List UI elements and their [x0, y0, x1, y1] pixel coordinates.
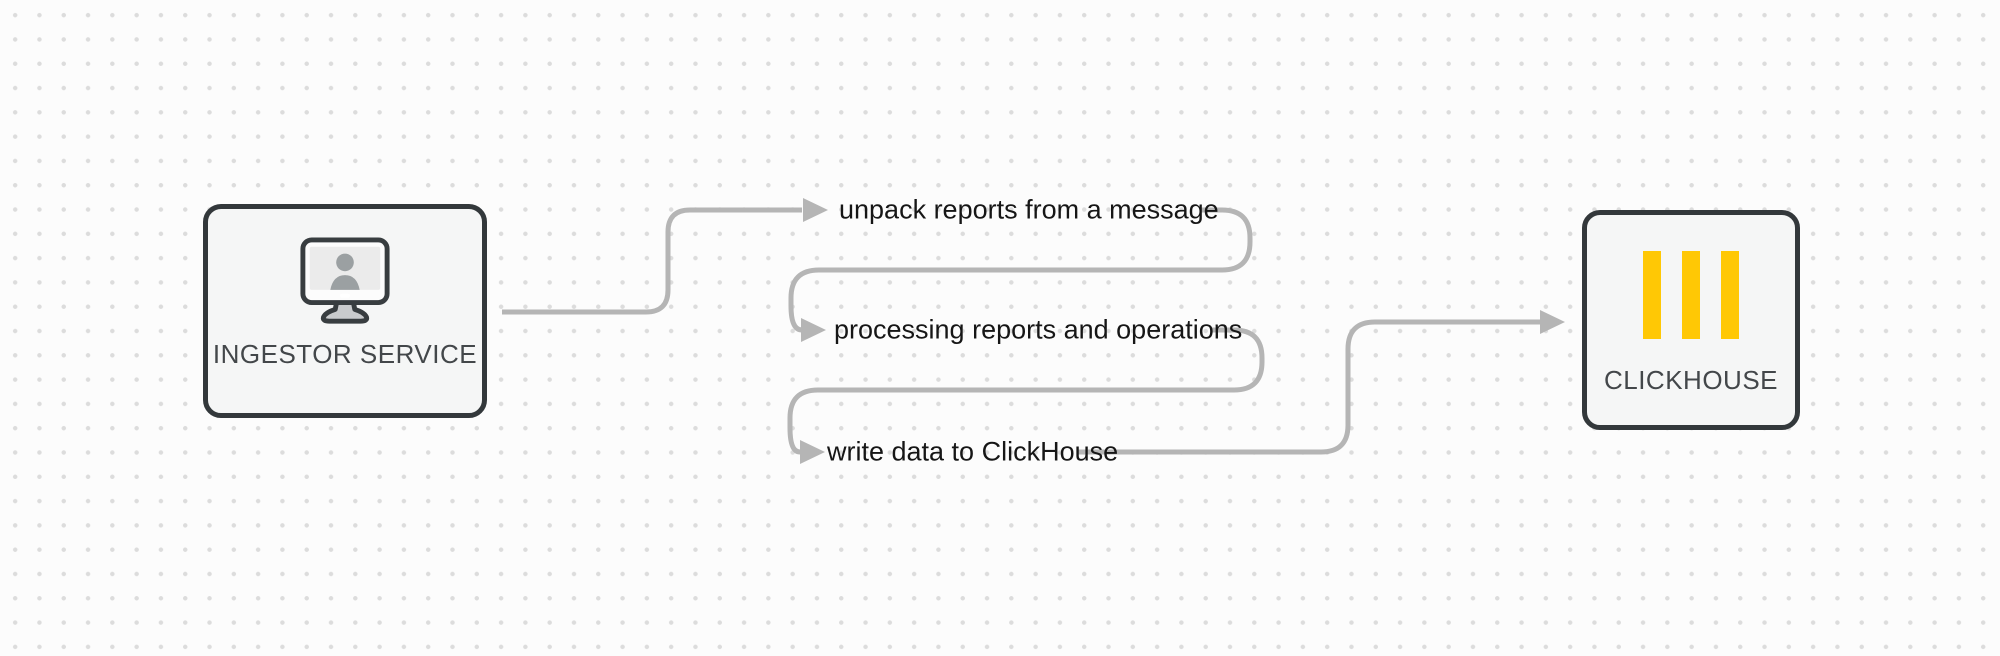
connector-ingestor-to-step1	[502, 207, 802, 315]
clickhouse-logo-bar	[1643, 251, 1661, 339]
step-label-unpack-reports: unpack reports from a message	[839, 194, 1219, 225]
arrowhead-step2	[801, 318, 826, 342]
arrowhead-step1	[803, 198, 828, 222]
clickhouse-logo-icon	[1643, 251, 1739, 339]
arrowhead-step3	[800, 440, 825, 464]
node-label-clickhouse: CLICKHOUSE	[1603, 365, 1779, 395]
clickhouse-logo-bar	[1721, 251, 1739, 339]
node-label-ingestor: INGESTOR SERVICE	[212, 339, 478, 369]
arrowhead-clickhouse	[1540, 310, 1565, 334]
node-ingestor-service[interactable]: INGESTOR SERVICE	[203, 204, 487, 418]
step-label-processing-reports: processing reports and operations	[834, 314, 1243, 345]
node-clickhouse[interactable]: CLICKHOUSE	[1582, 210, 1800, 430]
connector-step2-to-step3	[787, 327, 1265, 455]
monitor-user-icon	[300, 237, 390, 324]
connector-step1-to-step2	[788, 207, 1253, 333]
step-label-write-data: write data to ClickHouse	[827, 436, 1119, 467]
clickhouse-logo-bar	[1682, 251, 1700, 339]
